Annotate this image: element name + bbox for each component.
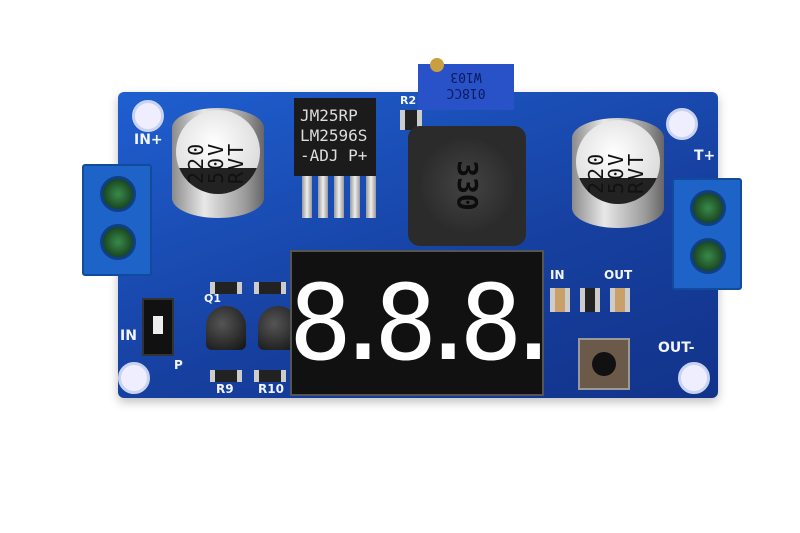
resistor [580,288,600,312]
cap-text: RVT [224,141,248,184]
inductor: 330 [408,126,526,246]
adjust-screw-icon[interactable] [430,58,444,72]
label-r2: R2 [400,94,417,107]
resistor [254,282,286,294]
mounting-hole [678,362,710,394]
led-out [610,288,630,312]
input-terminal-block[interactable] [82,164,152,276]
jumper-header[interactable] [142,298,174,356]
screw-icon[interactable] [690,238,726,274]
transistor-q1 [206,306,246,350]
cap-text: 50V [204,141,228,184]
ic-pin [302,176,312,218]
ic-text: -ADJ P+ [300,146,368,165]
label-in-minus: IN [120,328,137,344]
ic-text: LM2596S [300,126,368,145]
output-terminal-block[interactable] [672,178,742,290]
cap-text: 220 [584,151,608,194]
resistor [210,282,242,294]
label-led-out: OUT [604,268,633,282]
resistor-r9 [210,370,242,382]
screw-icon[interactable] [100,176,136,212]
cap-text: 50V [604,151,628,194]
ic-pin [334,176,344,218]
label-led-in: IN [550,268,565,282]
inductor-text: 330 [450,159,484,211]
cap-text: RVT [624,151,648,194]
led-in [550,288,570,312]
label-r9: R9 [216,382,234,396]
regulator-ic: JM25RP LM2596S -ADJ P+ [294,98,376,176]
label-q1: Q1 [204,292,222,305]
screw-icon[interactable] [100,224,136,260]
display-value: 8.8.8. [289,262,565,384]
label-out-minus: OUT- [658,340,695,356]
ic-pin [366,176,376,218]
label-r10: R10 [258,382,284,396]
ic-text: JM25RP [300,106,358,125]
resistor-r2 [400,110,422,130]
mounting-hole [118,362,150,394]
label-in-plus: IN+ [134,132,163,148]
label-out-plus: T+ [694,148,716,164]
label-p: P [174,358,183,372]
push-button[interactable] [578,338,630,390]
ic-pin [318,176,328,218]
mounting-hole [666,108,698,140]
mounting-hole [132,100,164,132]
cap-text: 220 [184,141,208,184]
resistor-r10 [254,370,286,382]
screw-icon[interactable] [690,190,726,226]
seven-segment-display: 8.8.8. [289,250,565,396]
pot-text: 018CC [446,85,486,100]
ic-pin [350,176,360,218]
